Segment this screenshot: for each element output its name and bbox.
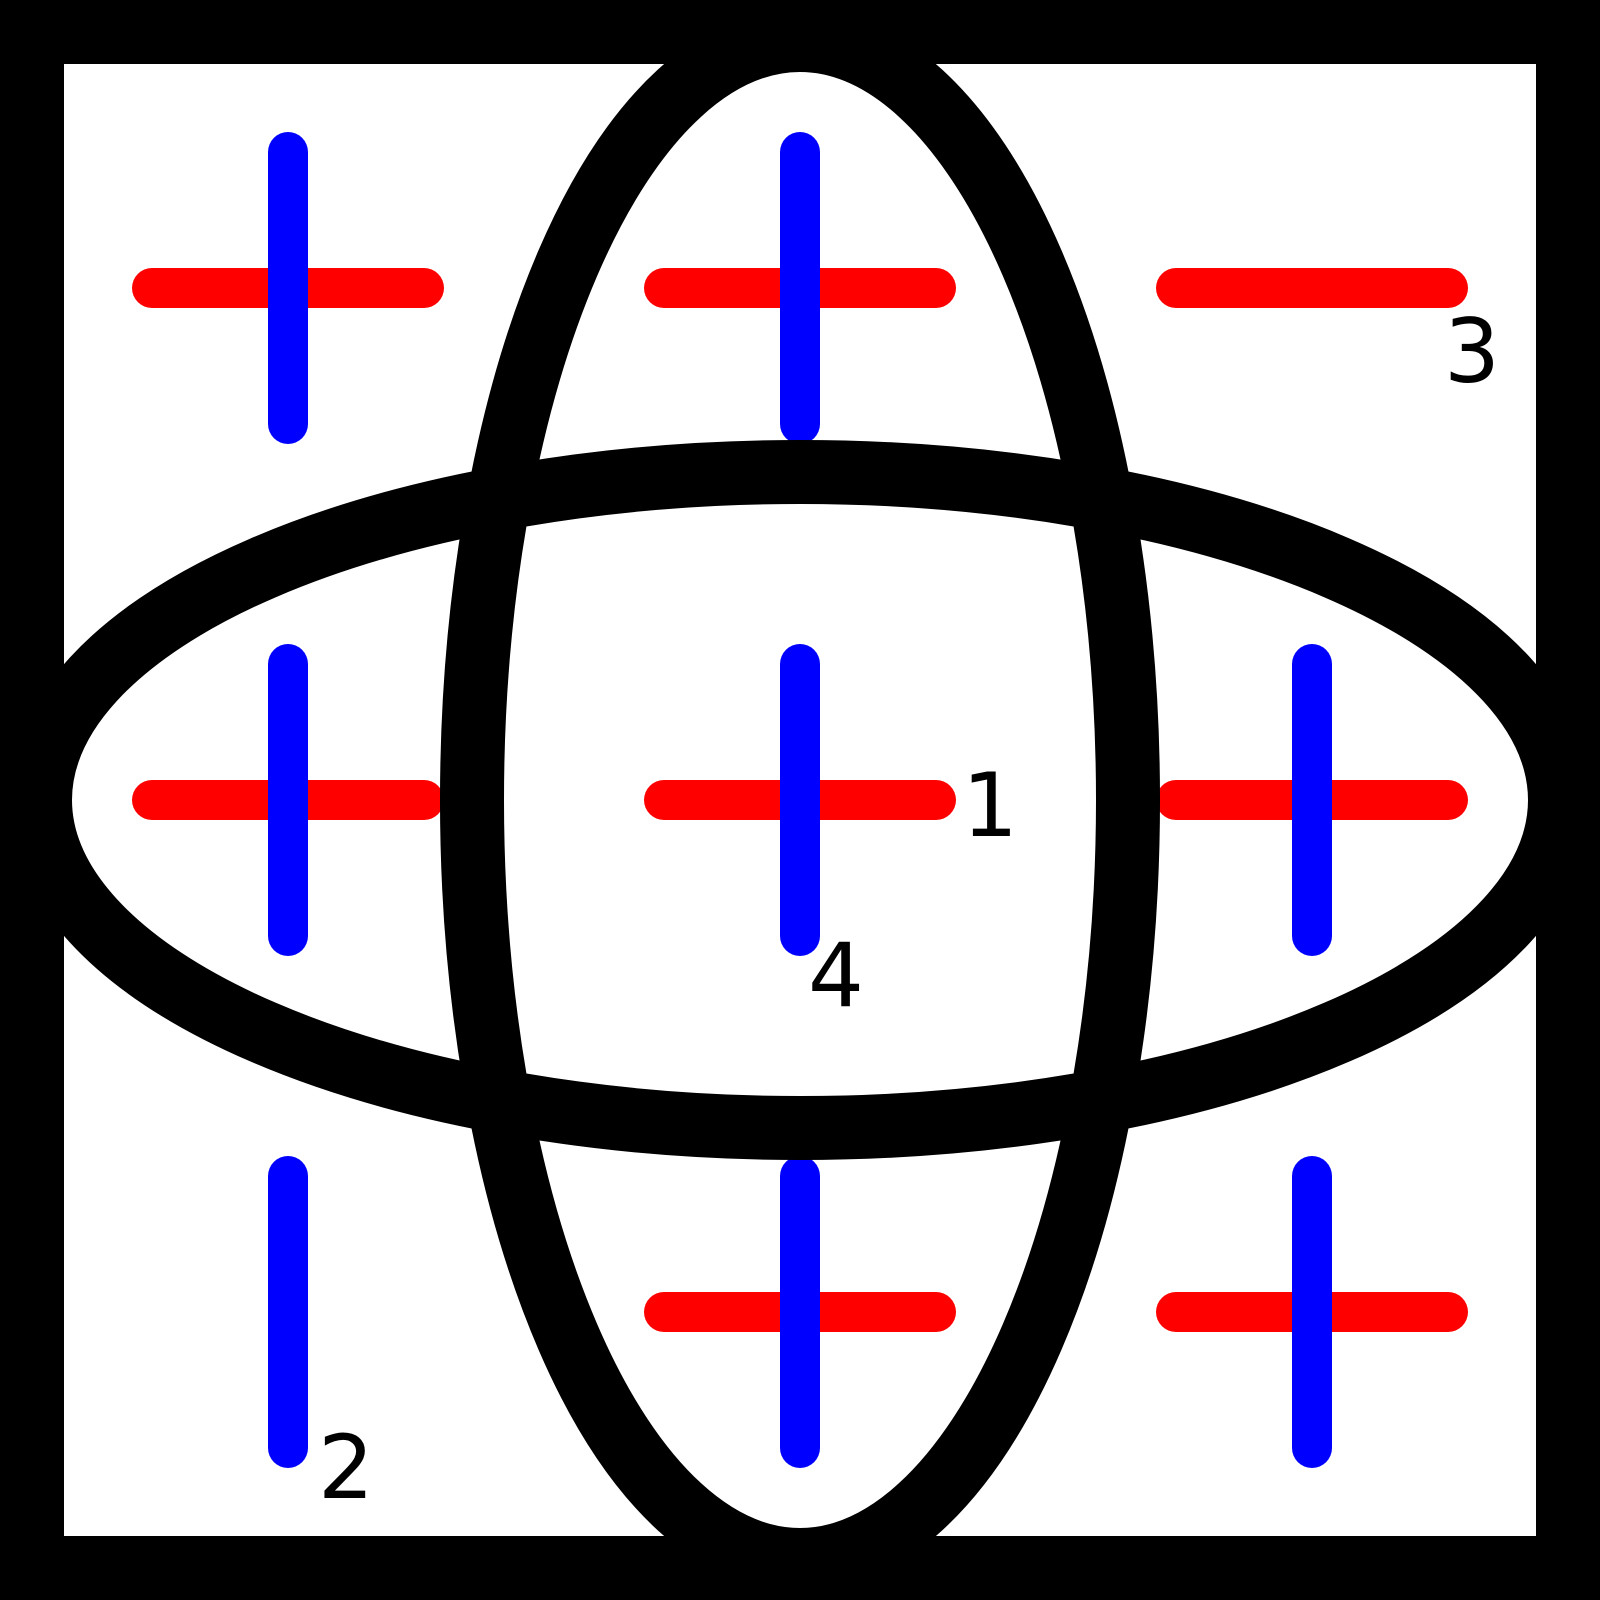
label-2: 2 [318,1416,374,1519]
label-4: 4 [808,924,864,1027]
labels-layer: 1 2 3 4 [318,300,1500,1519]
vertical-ellipse [440,8,1160,1592]
segments-layer [132,132,1468,1468]
horizontal-ellipse [8,440,1592,1160]
label-3: 3 [1444,300,1500,403]
label-1: 1 [962,754,1018,857]
